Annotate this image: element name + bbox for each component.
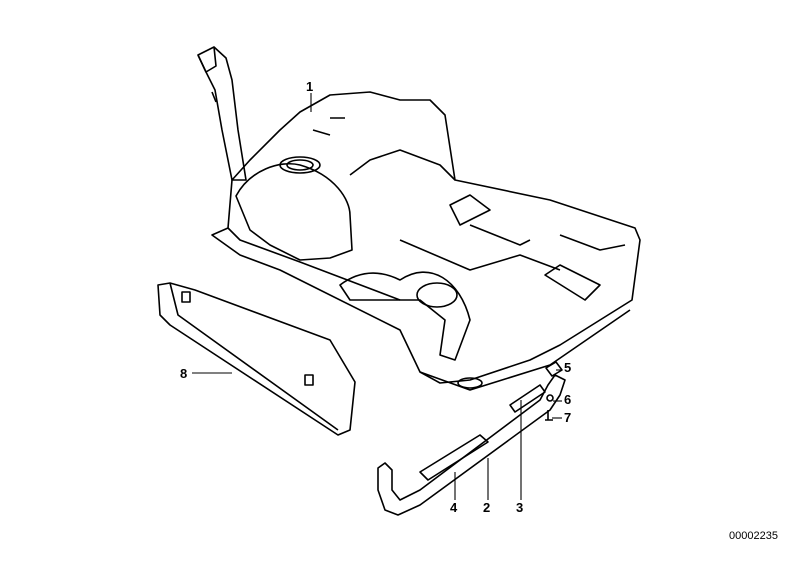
- label-8: 8: [180, 366, 188, 381]
- pad-4: [419, 434, 489, 481]
- label-7: 7: [564, 410, 572, 425]
- filler-neck: [197, 46, 247, 181]
- label-1: 1: [306, 79, 314, 94]
- heat-shield: [157, 282, 356, 436]
- fuel-tank: [211, 91, 641, 391]
- diagram-part-id: 00002235: [729, 530, 778, 542]
- pad-3: [509, 384, 546, 413]
- fasteners: [545, 361, 563, 421]
- label-5: 5: [564, 360, 572, 375]
- label-2: 2: [483, 500, 491, 515]
- strap: [377, 374, 566, 516]
- label-4: 4: [450, 500, 458, 515]
- label-3: 3: [516, 500, 524, 515]
- leader-lines: [192, 93, 562, 500]
- label-6: 6: [564, 392, 572, 407]
